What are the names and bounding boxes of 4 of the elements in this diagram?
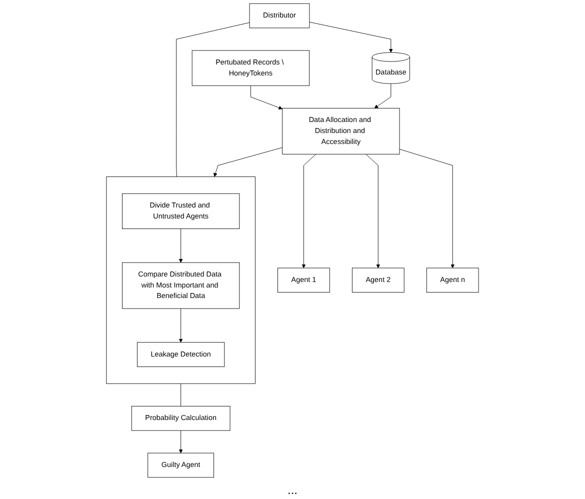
cluster [106, 176, 256, 384]
connector [176, 22, 250, 177]
ellipsis-text: ... [287, 483, 298, 497]
connector [180, 383, 182, 406]
